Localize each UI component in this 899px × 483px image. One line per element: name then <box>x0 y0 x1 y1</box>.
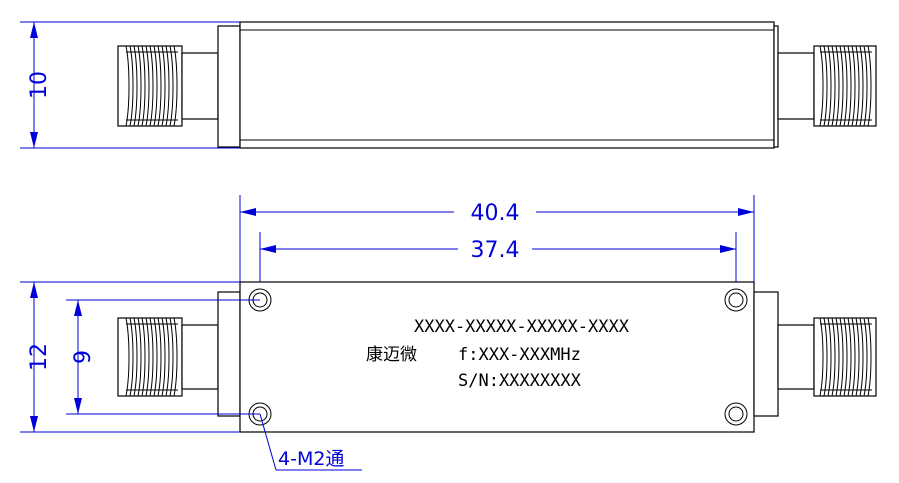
top-right-connector <box>777 45 877 127</box>
dim-length-outer-label: 40.4 <box>471 201 520 226</box>
bottom-right-connector <box>777 317 877 397</box>
connector-threads <box>125 317 178 397</box>
top-left-flange <box>217 25 241 148</box>
bottom-left-connector <box>117 317 219 397</box>
connector-threads <box>125 45 178 127</box>
dim-hole-vertical: 9 <box>66 299 260 415</box>
top-left-connector <box>117 45 219 127</box>
dim-hole-spacing: 37.4 <box>259 232 737 300</box>
bottom-view: XXXX-XXXXX-XXXXX-XXXX 康迈微 f:XXX-XXXMHz S… <box>20 281 877 471</box>
model-number: XXXX-XXXXX-XXXXX-XXXX <box>414 317 630 337</box>
bottom-right-flange <box>753 291 779 417</box>
brand-name: 康迈微 <box>366 345 417 365</box>
connector-threads <box>819 45 872 127</box>
dim-hole-vertical-label: 9 <box>71 350 96 364</box>
dim-height-top: 10 <box>20 21 240 149</box>
frequency-label: f:XXX-XXXMHz <box>458 345 581 365</box>
dim-height-top-label: 10 <box>27 71 52 99</box>
hole-callout-label: 4-M2通 <box>278 448 344 470</box>
top-view: 10 <box>20 21 877 149</box>
dim-length-outer: 40.4 <box>239 195 755 282</box>
dim-height-bottom: 12 <box>20 281 240 433</box>
serial-number: S/N:XXXXXXXX <box>458 371 582 391</box>
dim-hole-spacing-label: 37.4 <box>471 238 520 263</box>
mounting-hole-top-right <box>724 288 748 312</box>
top-body <box>239 21 775 149</box>
mounting-hole-bottom-right <box>724 402 748 426</box>
dim-height-bottom-label: 12 <box>27 343 52 371</box>
hole-callout: 4-M2通 <box>259 413 362 471</box>
bottom-body <box>239 281 755 433</box>
bottom-left-flange <box>217 291 241 417</box>
connector-threads <box>819 317 872 397</box>
